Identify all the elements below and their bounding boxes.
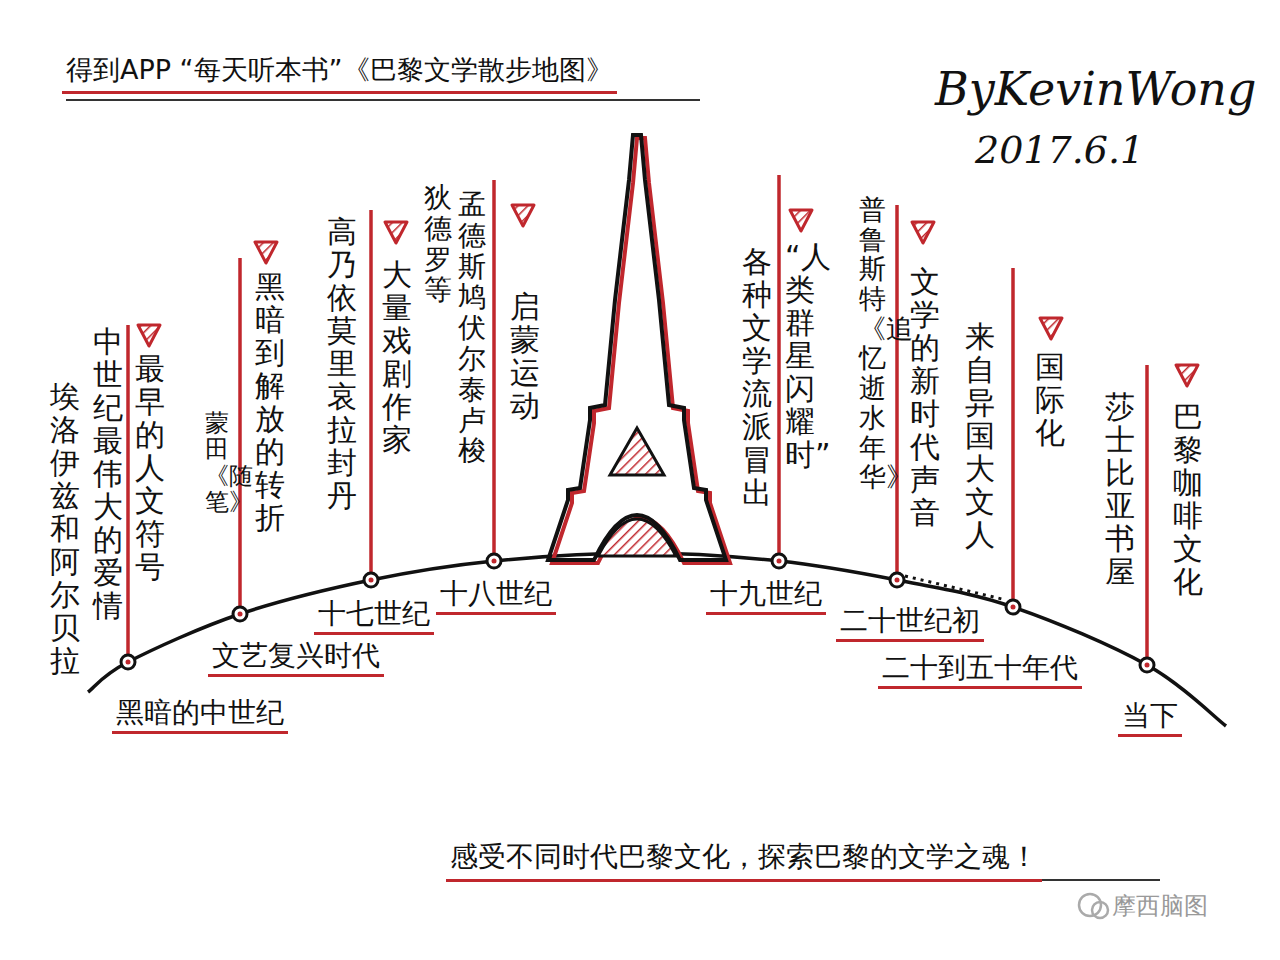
period-note: 高乃依 莫里哀 拉封丹 (327, 215, 357, 512)
date-note: 2017.6.1 (975, 128, 1144, 172)
era-label: 二十到五十年代 (878, 652, 1082, 689)
period-note: 普鲁斯特《追忆逝水年华》 (859, 195, 886, 492)
timeline-dot-core (369, 578, 374, 583)
watermark-icon (1092, 902, 1108, 918)
timeline-dot-core (126, 660, 131, 665)
period-note: 最早的人文符号 (135, 352, 165, 583)
period-note: 巴黎咖啡文化 (1173, 400, 1203, 598)
timeline-stem (238, 258, 242, 614)
timeline-dot-core (895, 578, 900, 583)
watermark-icon (1079, 894, 1101, 916)
timeline-dot (121, 655, 135, 669)
period-note: 埃洛伊兹和阿尔贝拉 (50, 380, 80, 677)
period-note: 文学的新时代声音 (910, 265, 940, 529)
timeline-dot-core (492, 559, 497, 564)
era-label: 文艺复兴时代 (208, 640, 384, 677)
period-note: 莎士比亚书屋 (1105, 390, 1135, 588)
timeline-dot (487, 554, 501, 568)
marker-triangle (138, 325, 160, 346)
timeline-dot-core (238, 612, 243, 617)
timeline-stem (1011, 268, 1015, 607)
marker-triangle (1176, 365, 1198, 386)
period-note: 中世纪最伟大的爱情 (93, 325, 123, 622)
period-note: 启蒙运动 (510, 290, 540, 422)
page-title: 得到APP “每天听本书”《巴黎文学散步地图》 (62, 52, 617, 94)
era-label: 黑暗的中世纪 (112, 697, 288, 734)
period-note: 黑暗到解放的转折 (255, 270, 285, 534)
marker-triangle (512, 205, 534, 226)
era-label: 十九世纪 (706, 578, 826, 615)
era-label: 当下 (1118, 700, 1182, 737)
marker-triangle (1040, 318, 1062, 339)
signature: ByKevinWong (935, 62, 1256, 116)
timeline-stem (1145, 365, 1149, 665)
eiffel-tower (548, 135, 730, 563)
period-note: 孟德斯鸠 伏尔泰 卢梭 (458, 190, 486, 467)
marker-triangle (255, 242, 277, 263)
timeline-dot-core (1011, 605, 1016, 610)
timeline-dot (364, 573, 378, 587)
dotted-link (905, 576, 1002, 599)
period-note: 来自异国大文人 (965, 320, 995, 551)
marker-triangle (912, 222, 934, 243)
era-label: 十七世纪 (314, 598, 434, 635)
title-underline (66, 99, 700, 101)
period-note: 大量戏剧作家 (382, 258, 412, 456)
timeline-dot (233, 607, 247, 621)
timeline-dot-core (1145, 663, 1150, 668)
timeline-dot-core (777, 559, 782, 564)
period-note: 狄德罗等 (424, 183, 452, 306)
timeline-stem (369, 210, 373, 580)
era-label: 十八世纪 (436, 578, 556, 615)
timeline-dot (890, 573, 904, 587)
period-note: 蒙田《随笔》 (205, 410, 229, 516)
timeline-stem (895, 205, 899, 580)
page-caption: 感受不同时代巴黎文化，探索巴黎的文学之魂！ (446, 838, 1042, 882)
era-label: 二十世纪初 (836, 605, 984, 642)
timeline-stem (777, 175, 781, 561)
timeline-dot (1006, 600, 1020, 614)
timeline-dot (1140, 658, 1154, 672)
period-note: 各种文学流派冒出 (742, 245, 772, 509)
marker-triangle (790, 210, 812, 231)
watermark: 摩西脑图 (1112, 890, 1208, 922)
marker-triangle (385, 222, 407, 243)
period-note: “人类群星闪耀时” (785, 240, 815, 471)
timeline-dot (772, 554, 786, 568)
timeline-stem (492, 180, 496, 561)
timeline-stem (126, 325, 130, 662)
period-note: 国际化 (1035, 350, 1065, 449)
